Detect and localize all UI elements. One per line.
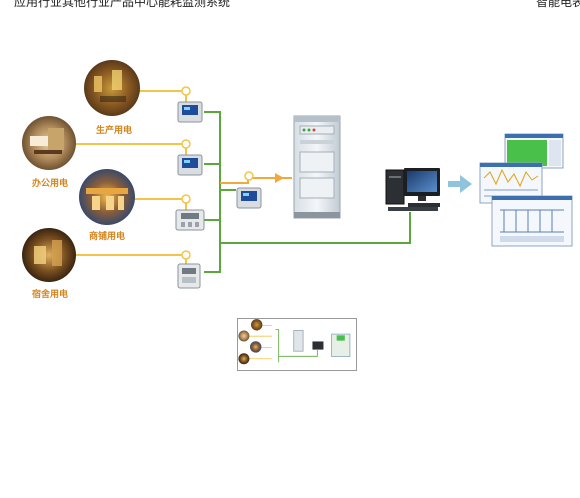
- output-arrow: [448, 175, 472, 193]
- top-breadcrumb-strip: 应用行业其他行业产品中心能耗监测系统 智能电表: [0, 0, 580, 10]
- desktop-computer-icon: [385, 168, 440, 211]
- power-meter-icon: [177, 263, 201, 289]
- feeder-nodes: [181, 86, 191, 260]
- diagram-thumbnail[interactable]: [237, 318, 357, 371]
- office-label: 办公用电: [32, 177, 68, 189]
- power-meter-icon: [177, 101, 203, 123]
- production-label: 生产用电: [96, 124, 132, 136]
- power-meter-icon: [175, 209, 205, 231]
- office-photo: [22, 116, 76, 170]
- dormitory-label: 宿舍用电: [32, 288, 68, 300]
- breadcrumb-right-text[interactable]: 智能电表: [535, 0, 580, 9]
- commercial-photo: [79, 169, 135, 225]
- power-meter-icon: [236, 187, 262, 209]
- feeder-lines: [75, 90, 187, 268]
- power-meter-icon: [177, 154, 203, 176]
- commercial-label: 商铺用电: [89, 230, 125, 242]
- server-cabinet-icon: [293, 115, 341, 219]
- thumbnail-image: [238, 319, 351, 365]
- production-photo: [84, 60, 140, 116]
- breadcrumb-text[interactable]: 应用行业其他行业产品中心能耗监测系统: [14, 0, 231, 9]
- communication-bus: [204, 111, 411, 273]
- software-screens-icon: [479, 133, 573, 247]
- cabinet-feed: [220, 171, 292, 184]
- dormitory-photo: [22, 228, 76, 282]
